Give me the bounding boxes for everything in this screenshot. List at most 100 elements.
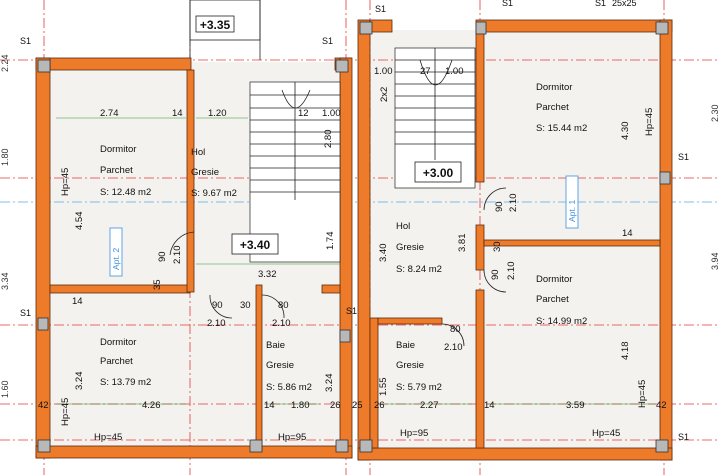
svg-text:25: 25 bbox=[352, 400, 363, 411]
svg-text:2x2: 2x2 bbox=[379, 87, 390, 102]
svg-text:14: 14 bbox=[622, 228, 633, 239]
svg-text:Hp=45: Hp=45 bbox=[637, 380, 648, 408]
room-baie-2: Baie Gresie S: 5.86 m2 bbox=[266, 340, 312, 393]
svg-text:Gresie: Gresie bbox=[396, 242, 424, 253]
svg-text:35: 35 bbox=[152, 279, 163, 290]
svg-text:S: 12.48 m2: S: 12.48 m2 bbox=[100, 187, 151, 198]
svg-text:2.10: 2.10 bbox=[508, 194, 519, 213]
elevation-left: +3.40 bbox=[240, 238, 271, 252]
svg-text:14: 14 bbox=[72, 296, 83, 307]
svg-text:30: 30 bbox=[240, 300, 251, 311]
svg-text:14: 14 bbox=[264, 400, 275, 411]
svg-text:S1: S1 bbox=[502, 0, 513, 8]
elevation-label: +3.35 bbox=[200, 18, 231, 32]
room-hol-1: Hol Gresie S: 8.24 m2 bbox=[396, 221, 442, 275]
svg-text:90: 90 bbox=[490, 269, 501, 280]
svg-text:Parchet: Parchet bbox=[536, 102, 569, 113]
svg-text:Hp=45: Hp=45 bbox=[644, 108, 655, 136]
svg-text:Gresie: Gresie bbox=[191, 167, 219, 178]
svg-text:S1: S1 bbox=[20, 308, 31, 318]
svg-text:4.30: 4.30 bbox=[620, 122, 631, 141]
dimension-labels-left: 2.74 14 1.20 12 1.00 4.54 2.10 90 35 3.3… bbox=[38, 108, 341, 411]
svg-text:27: 27 bbox=[420, 66, 431, 77]
svg-text:2.10: 2.10 bbox=[444, 342, 463, 353]
svg-text:Hol: Hol bbox=[191, 147, 205, 158]
svg-text:14: 14 bbox=[172, 108, 183, 119]
svg-text:Hp=95: Hp=95 bbox=[400, 428, 428, 439]
apartment-tag-1: Apt. 1 bbox=[565, 175, 579, 229]
svg-text:25x25: 25x25 bbox=[612, 0, 637, 8]
svg-text:1.00: 1.00 bbox=[445, 66, 464, 77]
room-hol-2: Hol Gresie S: 9.67 m2 bbox=[191, 147, 237, 199]
svg-text:S1: S1 bbox=[322, 36, 333, 46]
svg-text:30: 30 bbox=[492, 241, 503, 252]
svg-text:2.10: 2.10 bbox=[272, 318, 291, 329]
svg-text:1.60: 1.60 bbox=[0, 380, 10, 398]
svg-text:S: 14.99 m2: S: 14.99 m2 bbox=[536, 316, 587, 327]
elevation-box-right bbox=[414, 161, 462, 183]
svg-text:3.24: 3.24 bbox=[74, 372, 85, 391]
columns bbox=[37, 21, 671, 453]
svg-text:3.40: 3.40 bbox=[378, 244, 389, 263]
svg-text:4.26: 4.26 bbox=[142, 400, 161, 411]
svg-text:42: 42 bbox=[38, 400, 49, 411]
svg-text:S: 5.86 m2: S: 5.86 m2 bbox=[266, 382, 312, 393]
svg-text:S: 13.79 m2: S: 13.79 m2 bbox=[100, 377, 151, 388]
room-dormitor-3: Dormitor Parchet S: 13.79 m2 bbox=[100, 337, 151, 388]
svg-text:S1: S1 bbox=[20, 36, 31, 46]
svg-text:Hp=45: Hp=45 bbox=[60, 168, 71, 196]
room-baie-1: Baie Gresie S: 5.79 m2 bbox=[396, 340, 442, 393]
svg-text:S: 9.67 m2: S: 9.67 m2 bbox=[191, 188, 237, 199]
svg-text:Gresie: Gresie bbox=[266, 360, 294, 371]
svg-text:S1: S1 bbox=[346, 306, 357, 316]
svg-text:2.74: 2.74 bbox=[100, 108, 119, 119]
svg-text:2.80: 2.80 bbox=[323, 130, 334, 149]
svg-text:Parchet: Parchet bbox=[100, 356, 133, 367]
svg-text:26: 26 bbox=[330, 400, 341, 411]
svg-text:1.80: 1.80 bbox=[291, 400, 310, 411]
side-dimensions: 2.24 1.80 3.34 1.60 2.30 3.94 bbox=[0, 54, 720, 398]
svg-text:3.32: 3.32 bbox=[258, 269, 277, 280]
svg-text:Parchet: Parchet bbox=[536, 294, 569, 305]
elevation-box-left bbox=[231, 233, 279, 255]
svg-text:Hol: Hol bbox=[396, 221, 410, 232]
stair-left bbox=[249, 81, 341, 263]
svg-text:2.24: 2.24 bbox=[0, 54, 10, 72]
parapet-labels: Hp=45 Hp=45 Hp=45 Hp=95 Hp=95 Hp=45 Hp=4… bbox=[60, 108, 655, 443]
svg-text:2.10: 2.10 bbox=[207, 318, 226, 329]
svg-text:2.27: 2.27 bbox=[420, 400, 439, 411]
svg-text:90: 90 bbox=[157, 251, 168, 262]
svg-text:14: 14 bbox=[484, 400, 495, 411]
svg-text:Parchet: Parchet bbox=[100, 165, 133, 176]
door-swings bbox=[169, 187, 507, 347]
column-labels: S1 S1 S1 S1 25x25 S1 S1 S1 S1 S1 bbox=[20, 0, 689, 442]
svg-text:12: 12 bbox=[298, 108, 309, 119]
svg-text:Hp=45: Hp=45 bbox=[60, 398, 71, 426]
svg-text:1.00: 1.00 bbox=[322, 108, 341, 119]
room-dormitor-2: Dormitor Parchet S: 12.48 m2 bbox=[100, 144, 151, 198]
svg-text:Dormitor: Dormitor bbox=[100, 144, 136, 155]
svg-text:1.20: 1.20 bbox=[208, 108, 227, 119]
svg-text:Apt. 2: Apt. 2 bbox=[111, 248, 121, 270]
svg-text:S1: S1 bbox=[375, 4, 386, 14]
svg-text:3.34: 3.34 bbox=[0, 272, 10, 290]
room-dormitor-1a: Dormitor Parchet S: 15.44 m2 bbox=[536, 82, 587, 134]
svg-text:Baie: Baie bbox=[396, 340, 415, 351]
svg-text:S: 8.24 m2: S: 8.24 m2 bbox=[396, 264, 442, 275]
svg-text:2.30: 2.30 bbox=[710, 104, 720, 122]
svg-text:Hp=45: Hp=45 bbox=[94, 432, 122, 443]
svg-text:2.10: 2.10 bbox=[172, 246, 183, 265]
svg-text:Hp=95: Hp=95 bbox=[278, 432, 306, 443]
dimension-lines bbox=[56, 117, 656, 405]
elevation-right: +3.00 bbox=[423, 166, 454, 180]
left-apartment-walls bbox=[35, 57, 353, 459]
svg-text:Dormitor: Dormitor bbox=[536, 274, 572, 285]
svg-text:26: 26 bbox=[374, 400, 385, 411]
svg-text:80: 80 bbox=[278, 300, 289, 311]
svg-text:90: 90 bbox=[494, 201, 505, 212]
apartment-tag-2: Apt. 2 bbox=[109, 227, 123, 277]
svg-text:Dormitor: Dormitor bbox=[100, 337, 136, 348]
svg-text:3.81: 3.81 bbox=[457, 234, 468, 253]
elevation-box bbox=[195, 15, 235, 33]
